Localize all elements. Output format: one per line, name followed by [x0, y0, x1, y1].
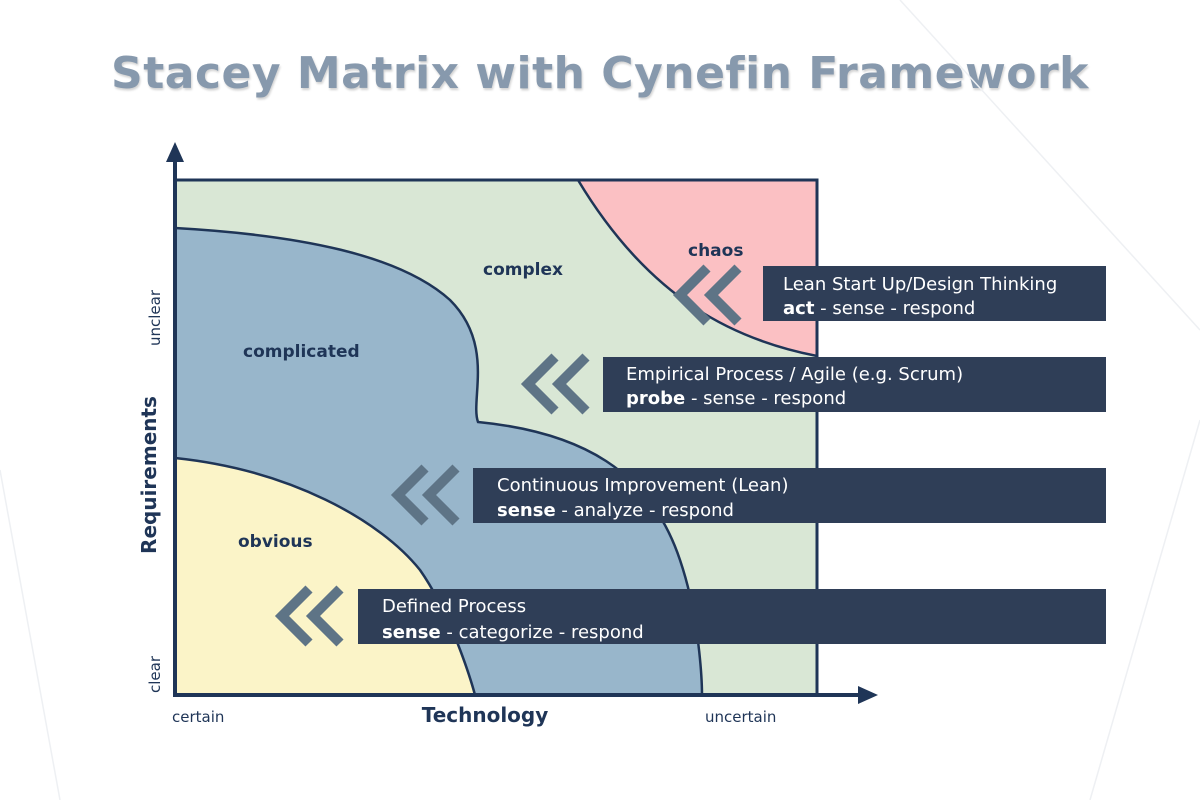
region-label-complex: complex — [483, 260, 563, 280]
region-label-obvious: obvious — [238, 532, 313, 552]
band-steps: - sense - respond — [685, 388, 846, 409]
band-title: Lean Start Up/Design Thinking — [783, 274, 1057, 295]
band-keyword: sense — [497, 500, 556, 521]
band-bar — [473, 468, 1106, 523]
region-label-chaos: chaos — [688, 241, 743, 261]
band-approach: sense - analyze - respond — [497, 500, 734, 521]
chevron-icon — [703, 264, 742, 326]
band-defined-process: Defined Process sense - categorize - res… — [274, 585, 1106, 647]
band-title: Defined Process — [382, 596, 526, 617]
band-steps: - sense - respond — [814, 298, 975, 319]
band-keyword: probe — [626, 388, 685, 409]
band-bar — [763, 266, 1106, 321]
band-keyword: sense — [382, 622, 441, 643]
page-title: Stacey Matrix with Cynefin Framework — [111, 48, 1089, 99]
band-title: Continuous Improvement (Lean) — [497, 475, 788, 496]
band-approach: probe - sense - respond — [626, 388, 846, 409]
x-axis-arrow — [858, 686, 878, 704]
band-lean-startup: Lean Start Up/Design Thinking act - sens… — [672, 264, 1106, 326]
region-label-complicated: complicated — [243, 342, 360, 362]
chevron-icon — [390, 464, 429, 526]
band-approach: sense - categorize - respond — [382, 622, 644, 643]
band-bar — [603, 357, 1106, 412]
y-axis-title: Requirements — [137, 396, 161, 554]
band-empirical-process: Empirical Process / Agile (e.g. Scrum) p… — [520, 353, 1106, 415]
chevron-icon — [520, 353, 559, 415]
band-bar — [358, 589, 1106, 644]
band-title: Empirical Process / Agile (e.g. Scrum) — [626, 364, 963, 385]
chevron-icon — [672, 264, 711, 326]
x-axis-start-label: certain — [172, 708, 224, 726]
y-axis-arrow — [166, 142, 184, 162]
band-steps: - categorize - respond — [441, 622, 644, 643]
x-axis-end-label: uncertain — [705, 708, 776, 726]
y-axis-start-label: clear — [146, 655, 164, 693]
band-approach: act - sense - respond — [783, 298, 975, 319]
band-continuous-improvement: Continuous Improvement (Lean) sense - an… — [390, 464, 1106, 526]
chevron-icon — [551, 353, 590, 415]
band-steps: - analyze - respond — [556, 500, 734, 521]
chevron-icon — [305, 585, 344, 647]
y-axis-end-label: unclear — [146, 289, 164, 346]
chevron-icon — [274, 585, 313, 647]
x-axis-title: Technology — [422, 703, 549, 727]
matrix-frame — [175, 178, 819, 695]
band-keyword: act — [783, 298, 815, 319]
chevron-icon — [421, 464, 460, 526]
